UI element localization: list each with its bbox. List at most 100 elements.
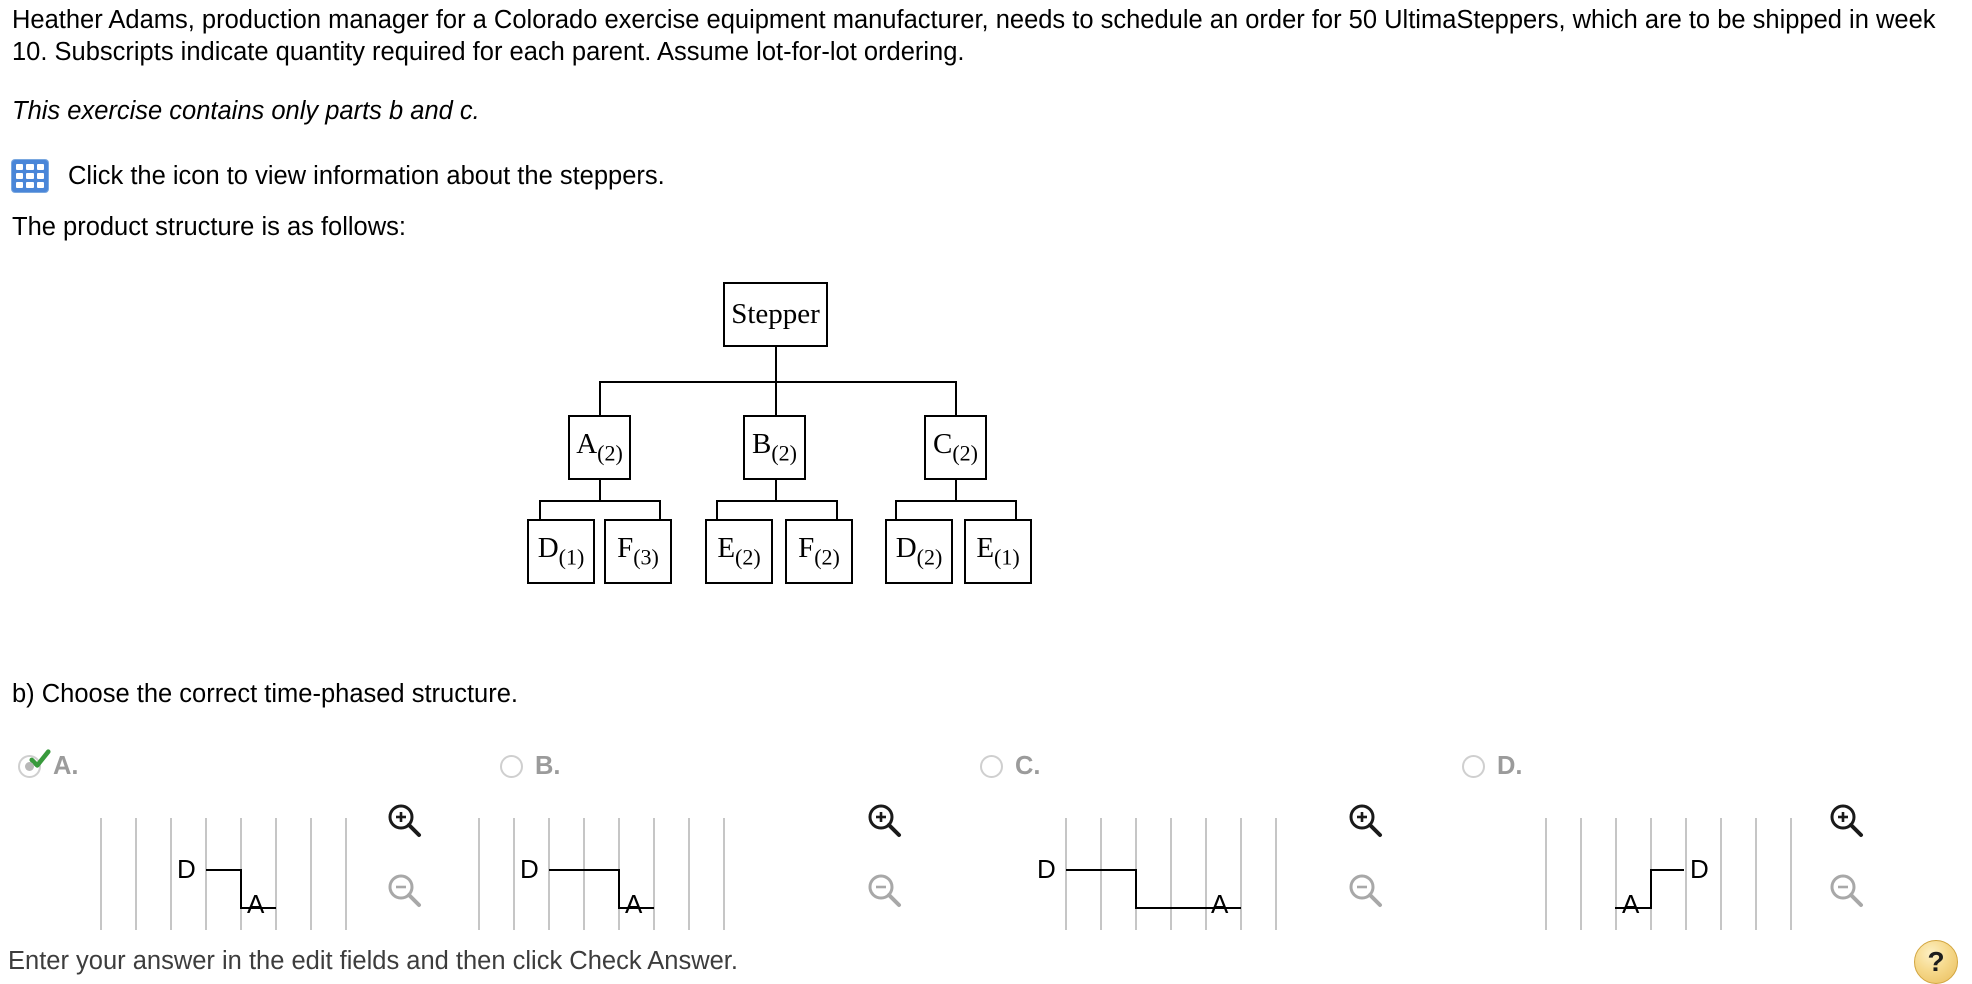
bom-node-qty: (3) — [633, 544, 659, 570]
bom-node-label: D — [895, 532, 917, 565]
zoom-in-button-d[interactable] — [1820, 795, 1874, 849]
zoom-in-icon — [1349, 804, 1382, 837]
zoom-in-icon — [868, 804, 901, 837]
zoom-in-button-a[interactable] — [378, 795, 432, 849]
zoom-in-icon — [388, 804, 421, 837]
grid-line — [1275, 818, 1277, 930]
option-d[interactable]: D. — [1462, 752, 1523, 781]
segment-lower — [1615, 907, 1651, 909]
radio-option-c[interactable] — [980, 755, 1003, 778]
grid-line — [1240, 818, 1242, 930]
bom-node-stepper: Stepper — [723, 282, 828, 347]
bom-node-f3: F(3) — [604, 519, 672, 584]
chart-label-upper: D — [177, 854, 196, 884]
option-c-letter: C. — [1015, 752, 1041, 780]
option-b-letter: B. — [535, 752, 561, 780]
bom-node-qty: (2) — [735, 544, 761, 570]
chart-label-lower: A — [625, 889, 643, 919]
zoom-out-button-d[interactable] — [1820, 865, 1874, 919]
grid-line — [1170, 818, 1172, 930]
time-phased-chart-c: D A — [1000, 818, 1320, 930]
chart-label-upper: D — [1037, 854, 1056, 884]
grid-line — [1065, 818, 1067, 930]
bom-node-label: F — [617, 532, 634, 565]
bom-node-d2: D(2) — [885, 519, 953, 584]
segment-lower — [240, 907, 276, 909]
bom-node-qty: (1) — [558, 544, 585, 570]
segment-lower — [1135, 907, 1241, 909]
zoom-out-button-a[interactable] — [378, 865, 432, 919]
zoom-out-button-c[interactable] — [1339, 865, 1393, 919]
product-structure-label: The product structure is as follows: — [12, 213, 406, 241]
bom-connector — [955, 381, 957, 415]
zoom-out-button-b[interactable] — [858, 865, 912, 919]
option-c[interactable]: C. — [980, 752, 1041, 781]
zoom-in-icon — [1830, 804, 1863, 837]
grid-line — [205, 818, 207, 930]
help-button[interactable]: ? — [1914, 940, 1958, 984]
bom-connector — [775, 381, 777, 415]
bom-connector — [775, 480, 777, 502]
grid-line — [345, 818, 347, 930]
option-d-letter: D. — [1497, 752, 1523, 780]
grid-line — [1615, 818, 1617, 930]
grid-line — [688, 818, 690, 930]
icon-link-label: Click the icon to view information about… — [68, 161, 665, 190]
bom-node-label: D — [537, 532, 559, 565]
bom-connector — [599, 480, 601, 502]
bom-node-label: E — [976, 532, 995, 565]
grid-line — [310, 818, 312, 930]
segment-drop — [618, 869, 620, 909]
zoom-out-icon — [1349, 874, 1382, 907]
segment-upper — [1650, 869, 1684, 871]
grid-line — [723, 818, 725, 930]
product-structure-diagram: Stepper A(2) B(2) C(2) D(1) F(3) E(2) F(… — [527, 282, 1350, 584]
grid-line — [1720, 818, 1722, 930]
bom-node-qty: (2) — [952, 440, 978, 466]
footer-instruction: Enter your answer in the edit fields and… — [8, 947, 738, 975]
radio-option-a[interactable] — [18, 749, 51, 778]
bom-node-qty: (1) — [994, 544, 1020, 570]
zoom-in-button-b[interactable] — [858, 795, 912, 849]
radio-option-d[interactable] — [1462, 755, 1485, 778]
bom-connector — [775, 347, 777, 383]
zoom-out-icon — [868, 874, 901, 907]
grid-line — [275, 818, 277, 930]
bom-node-qty: (2) — [814, 544, 840, 570]
problem-intro-text: Heather Adams, production manager for a … — [12, 6, 1936, 66]
grid-line — [1100, 818, 1102, 930]
bom-node-qty: (2) — [597, 440, 623, 466]
grid-line — [653, 818, 655, 930]
bom-connector — [716, 500, 838, 502]
bom-connector — [659, 500, 661, 519]
chart-label-upper: D — [520, 854, 539, 884]
segment-rise — [1650, 869, 1652, 909]
option-a[interactable]: A. — [18, 749, 79, 781]
check-icon — [29, 749, 51, 768]
zoom-out-icon — [1830, 874, 1863, 907]
time-phased-chart-a: D A — [90, 818, 410, 930]
grid-line — [1580, 818, 1582, 930]
exercise-note-text: This exercise contains only parts b and … — [12, 97, 480, 125]
chart-label-lower: A — [247, 889, 265, 919]
bom-connector — [599, 381, 957, 383]
segment-lower — [618, 907, 654, 909]
segment-drop — [1135, 869, 1137, 909]
segment-upper — [1066, 869, 1136, 871]
grid-line — [1755, 818, 1757, 930]
bom-node-c: C(2) — [924, 415, 987, 480]
zoom-in-button-c[interactable] — [1339, 795, 1393, 849]
segment-upper — [549, 869, 619, 871]
table-grid-icon[interactable] — [12, 160, 48, 192]
bom-node-label: B — [752, 428, 772, 461]
zoom-out-icon — [388, 874, 421, 907]
grid-line — [135, 818, 137, 930]
bom-connector — [895, 500, 1017, 502]
option-b[interactable]: B. — [500, 752, 561, 781]
icon-link-row: Click the icon to view information about… — [12, 160, 665, 192]
radio-option-b[interactable] — [500, 755, 523, 778]
bom-node-label: F — [798, 532, 815, 565]
bom-node-qty: (2) — [771, 440, 797, 466]
grid-line — [170, 818, 172, 930]
grid-line — [1205, 818, 1207, 930]
